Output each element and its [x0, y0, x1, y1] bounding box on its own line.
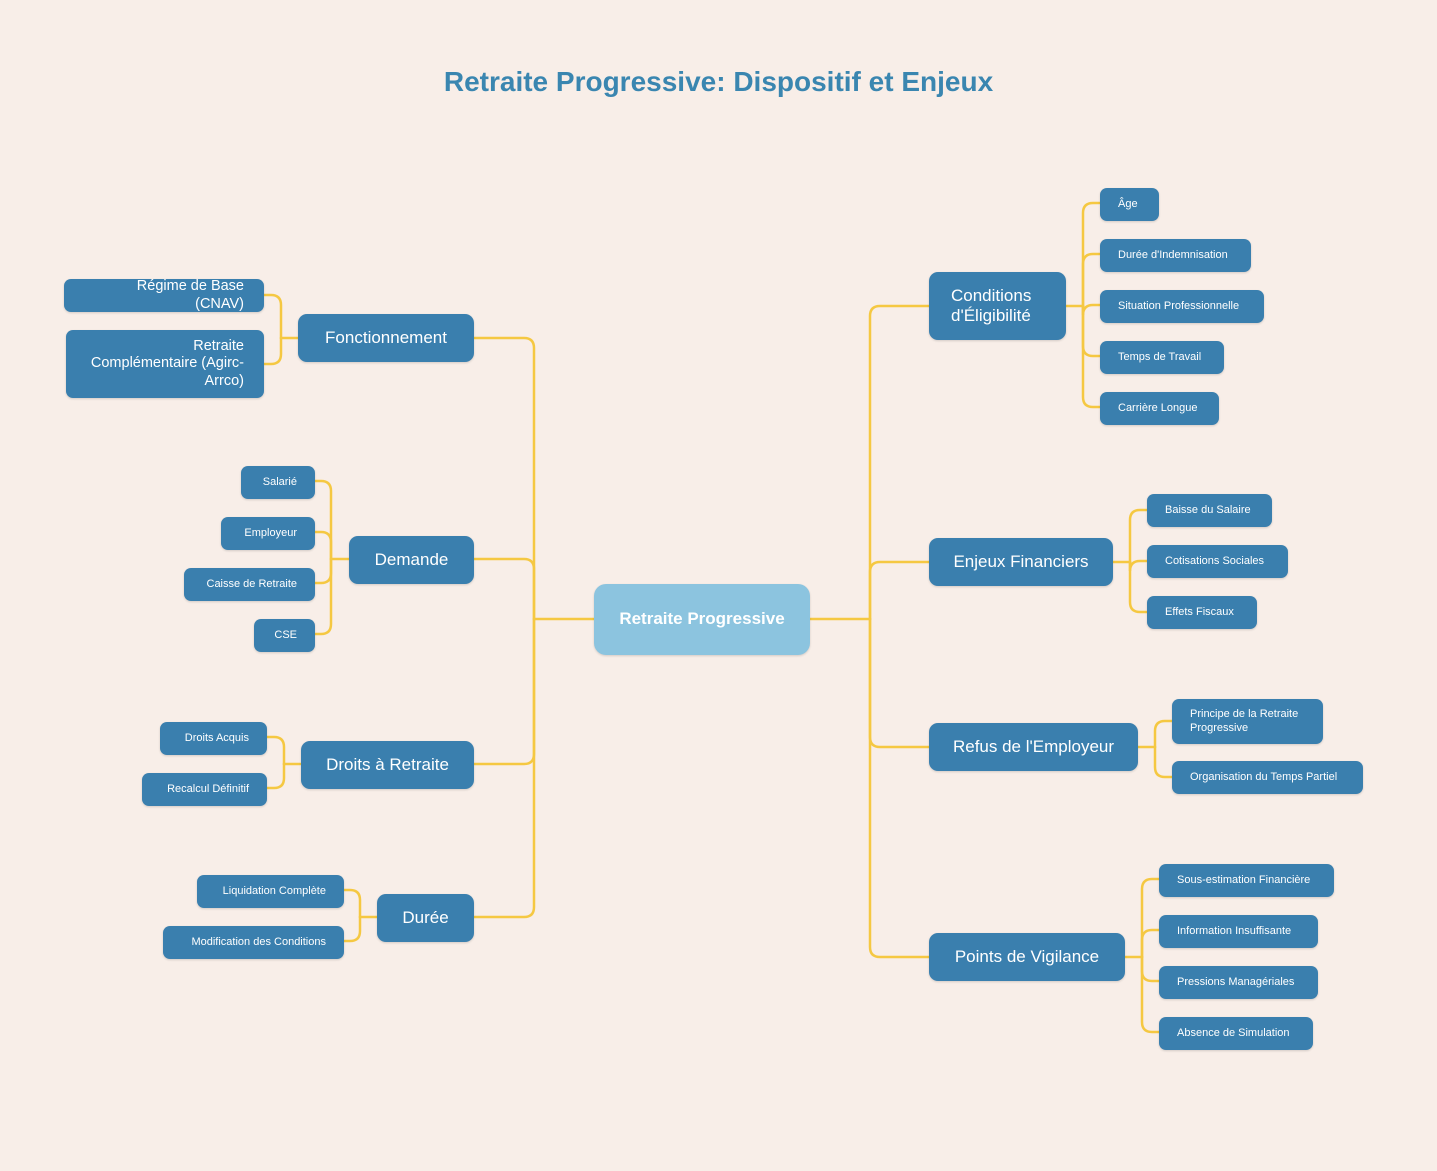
root-right-link-1: [868, 560, 936, 621]
leaf-baisse-du-salaire[interactable]: Baisse du Salaire: [1147, 494, 1272, 527]
leaf-carriere-longue[interactable]: Carrière Longue: [1100, 392, 1219, 425]
duree-link-1: [336, 915, 362, 943]
demande-link-3: [307, 557, 333, 636]
fonctionnement-link-0: [256, 293, 283, 340]
leaf-recalcul-definitif[interactable]: Recalcul Définitif: [142, 773, 267, 806]
leaf-retraite-complementaire[interactable]: Retraite Complémentaire (Agirc-Arrco): [66, 330, 264, 398]
enjeux-link-2: [1128, 560, 1155, 614]
enjeux-link-0: [1128, 508, 1155, 564]
branch-fonctionnement[interactable]: Fonctionnement: [298, 314, 474, 362]
leaf-temps-de-travail[interactable]: Temps de Travail: [1100, 341, 1224, 374]
droits-link-0: [259, 735, 286, 766]
root-right-link-0: [868, 304, 936, 621]
root-node[interactable]: Retraite Progressive: [594, 584, 810, 655]
leaf-information-insuffisante[interactable]: Information Insuffisante: [1159, 915, 1318, 948]
leaf-regime-de-base[interactable]: Régime de Base (CNAV): [64, 278, 264, 312]
droits-link-1: [259, 762, 286, 790]
leaf-effets-fiscaux[interactable]: Effets Fiscaux: [1147, 596, 1257, 629]
conditions-link-0: [1081, 201, 1108, 308]
leaf-pressions-manageriales[interactable]: Pressions Managériales: [1159, 966, 1318, 999]
demande-link-0: [307, 479, 333, 561]
leaf-sous-estimation-financiere[interactable]: Sous-estimation Financière: [1159, 864, 1334, 897]
leaf-cse[interactable]: CSE: [254, 619, 315, 652]
leaf-cotisations-sociales[interactable]: Cotisations Sociales: [1147, 545, 1288, 578]
leaf-salarie[interactable]: Salarié: [241, 466, 315, 499]
root-right-link-3: [868, 617, 936, 959]
refus-link-0: [1153, 719, 1180, 749]
branch-conditions-eligibilite[interactable]: Conditions d'Éligibilité: [929, 272, 1066, 340]
root-left-link-0: [468, 336, 536, 621]
duree-link-0: [336, 888, 362, 919]
leaf-liquidation-complete[interactable]: Liquidation Complète: [197, 875, 344, 908]
branch-points-de-vigilance[interactable]: Points de Vigilance: [929, 933, 1125, 981]
leaf-principe-retraite-progressive[interactable]: Principe de la Retraite Progressive: [1172, 699, 1323, 744]
refus-link-1: [1153, 745, 1180, 779]
root-left-link-3: [468, 617, 536, 919]
branch-droits-a-retraite[interactable]: Droits à Retraite: [301, 741, 474, 789]
conditions-link-4: [1081, 304, 1108, 409]
root-right-link-2: [868, 617, 936, 749]
leaf-duree-indemnisation[interactable]: Durée d'Indemnisation: [1100, 239, 1251, 272]
branch-duree[interactable]: Durée: [377, 894, 474, 942]
branch-demande[interactable]: Demande: [349, 536, 474, 584]
vigilance-link-3: [1140, 955, 1167, 1034]
root-left-link-1: [468, 557, 536, 621]
leaf-age[interactable]: Âge: [1100, 188, 1159, 221]
demande-link-1: [307, 530, 333, 561]
branch-enjeux-financiers[interactable]: Enjeux Financiers: [929, 538, 1113, 586]
leaf-modification-des-conditions[interactable]: Modification des Conditions: [163, 926, 344, 959]
leaf-situation-professionnelle[interactable]: Situation Professionnelle: [1100, 290, 1264, 323]
fonctionnement-link-1: [256, 336, 283, 366]
page-title: Retraite Progressive: Dispositif et Enje…: [443, 66, 994, 97]
vigilance-link-1: [1140, 928, 1167, 959]
vigilance-link-0: [1140, 877, 1167, 959]
branch-refus-employeur[interactable]: Refus de l'Employeur: [929, 723, 1138, 771]
conditions-link-1: [1081, 252, 1108, 308]
leaf-employeur[interactable]: Employeur: [221, 517, 315, 550]
root-left-link-2: [468, 617, 536, 766]
leaf-caisse-de-retraite[interactable]: Caisse de Retraite: [184, 568, 315, 601]
leaf-absence-de-simulation[interactable]: Absence de Simulation: [1159, 1017, 1313, 1050]
leaf-droits-acquis[interactable]: Droits Acquis: [160, 722, 267, 755]
leaf-organisation-temps-partiel[interactable]: Organisation du Temps Partiel: [1172, 761, 1363, 794]
